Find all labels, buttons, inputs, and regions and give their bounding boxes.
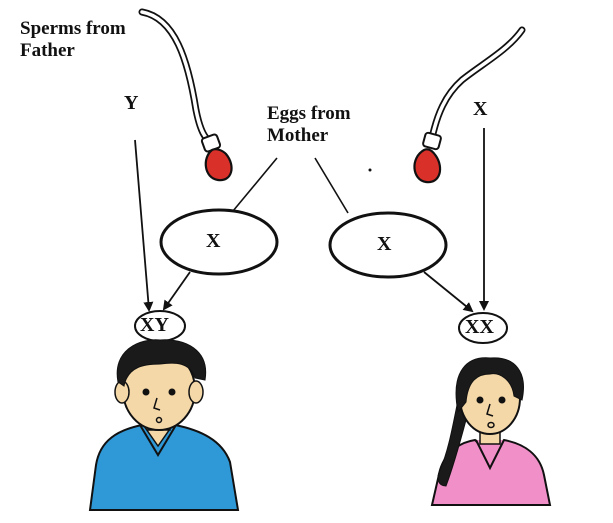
boy-figure: [88, 339, 240, 511]
sperm-left: [138, 8, 233, 182]
egg-left-chromosome: X: [206, 230, 221, 252]
egg-left: [159, 208, 279, 276]
mother-label: Eggs from Mother: [267, 103, 351, 147]
father-label-line2: Father: [20, 39, 75, 61]
arrow-y-to-xy: [134, 139, 154, 312]
egg-right: [328, 211, 448, 279]
father-label-line1: Sperms from: [20, 18, 126, 39]
arrow-egg-to-xx: [423, 271, 474, 313]
girl-figure: [430, 357, 552, 506]
child-left-genotype: XY: [140, 314, 169, 336]
sperm-head-left: [204, 148, 233, 182]
child-right-genotype: XX: [465, 316, 494, 338]
girl-braid: [437, 398, 467, 487]
arrow-egg-to-xy: [162, 271, 191, 311]
line-mother-to-left-egg: [232, 157, 278, 212]
sperm-right-chromosome: X: [473, 98, 488, 120]
sperm-right: [413, 26, 526, 184]
genotype-circle-right: [458, 312, 508, 344]
girl-hair: [455, 357, 524, 414]
sperm-head-right: [413, 148, 442, 184]
egg-right-chromosome: X: [377, 233, 392, 255]
boy-hair: [116, 339, 207, 387]
mother-label-line2: Mother: [267, 124, 329, 146]
father-label: Sperms from Father: [20, 18, 126, 62]
line-mother-to-right-egg: [314, 157, 349, 214]
mother-label-line1: Eggs from: [267, 103, 351, 124]
sperm-left-chromosome: Y: [124, 92, 139, 114]
